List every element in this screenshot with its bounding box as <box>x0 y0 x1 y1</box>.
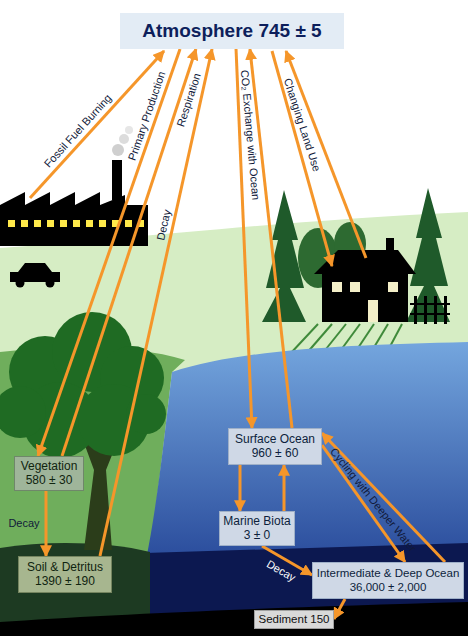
flux-label: Decay <box>155 209 173 242</box>
carbon-pool-box: Intermediate & Deep Ocean 36,000 ± 2,000 <box>312 562 464 599</box>
tree-crown <box>0 312 166 458</box>
house-window <box>350 282 360 292</box>
surface-water <box>146 342 468 560</box>
tree-foliage <box>0 386 46 438</box>
factory-window <box>47 220 54 227</box>
flux-label: Fossil Fuel Burning <box>42 92 113 169</box>
flux-arrow <box>62 49 196 456</box>
source-arrows <box>30 51 366 266</box>
flux-arrows <box>38 49 445 619</box>
factory-window <box>99 220 106 227</box>
fence-post <box>434 296 437 324</box>
pool-label: Atmosphere 745 ± 5 <box>142 20 321 42</box>
pool-label: Sediment 150 <box>259 613 330 626</box>
smoke-puff <box>125 126 133 134</box>
carbon-pool-box: Surface Ocean 960 ± 60 <box>228 428 322 465</box>
conifer-tree <box>406 188 450 322</box>
fence-post <box>424 296 427 324</box>
pool-label: Intermediate & Deep Ocean 36,000 ± 2,000 <box>315 567 461 593</box>
car-wheel <box>16 279 25 288</box>
carbon-pool-box: Soil & Detritus 1390 ± 190 <box>18 556 112 593</box>
land-use-arrow <box>286 51 366 258</box>
flux-arrow <box>100 49 212 556</box>
factory-window <box>125 220 132 227</box>
car-wheel <box>46 279 55 288</box>
flux-arrow <box>238 465 241 511</box>
land-use-arrow <box>272 51 332 266</box>
pool-label: Marine Biota 3 ± 0 <box>222 515 292 543</box>
flux-label: Decay <box>265 558 298 583</box>
flux-arrow <box>38 49 180 456</box>
sediment-layer <box>0 602 468 636</box>
factory-window <box>60 220 67 227</box>
fence-rail <box>410 303 450 305</box>
carbon-pool-box: Marine Biota 3 ± 0 <box>219 511 295 546</box>
factory-chimney <box>112 160 122 200</box>
factory-windows <box>8 220 144 227</box>
flux-arrow <box>322 445 405 562</box>
house-window <box>388 282 398 292</box>
flux-label: Respiration <box>175 72 203 128</box>
pool-label: Soil & Detritus 1390 ± 190 <box>21 561 109 589</box>
flux-arrow <box>322 433 445 562</box>
flux-label: Changing Land Use <box>282 77 323 173</box>
factory-window <box>73 220 80 227</box>
flux-arrow <box>334 599 345 619</box>
house-window <box>332 282 342 292</box>
flux-label: Decay <box>8 518 39 529</box>
car <box>10 263 60 282</box>
house-body <box>322 272 408 322</box>
flux-arrow <box>44 491 47 556</box>
factory-window <box>8 220 15 227</box>
fence-post <box>444 296 447 324</box>
carbon-pool-box: Sediment 150 <box>254 610 334 629</box>
land <box>0 212 468 636</box>
flux-label: Cycling with Deeper Water <box>328 446 418 554</box>
house-door <box>368 300 378 322</box>
smoke-puff <box>112 144 124 156</box>
fence-post <box>414 296 417 324</box>
flux-label: Primary Production <box>127 70 168 162</box>
carbon-pool-box: Atmosphere 745 ± 5 <box>120 13 344 49</box>
flux-label: CO₂ Exchange with Ocean <box>239 69 261 200</box>
pool-label: Vegetation 580 ± 30 <box>17 460 81 488</box>
fence-rail <box>410 313 450 315</box>
pool-label: Surface Ocean 960 ± 60 <box>231 433 319 461</box>
factory-window <box>21 220 28 227</box>
carbon-pool-box: Vegetation 580 ± 30 <box>14 456 84 491</box>
fence <box>410 296 450 324</box>
flux-arrow <box>282 465 285 511</box>
factory-window <box>34 220 41 227</box>
flux-arrow <box>250 49 292 428</box>
smoke-puff <box>119 134 129 144</box>
factory-window <box>86 220 93 227</box>
